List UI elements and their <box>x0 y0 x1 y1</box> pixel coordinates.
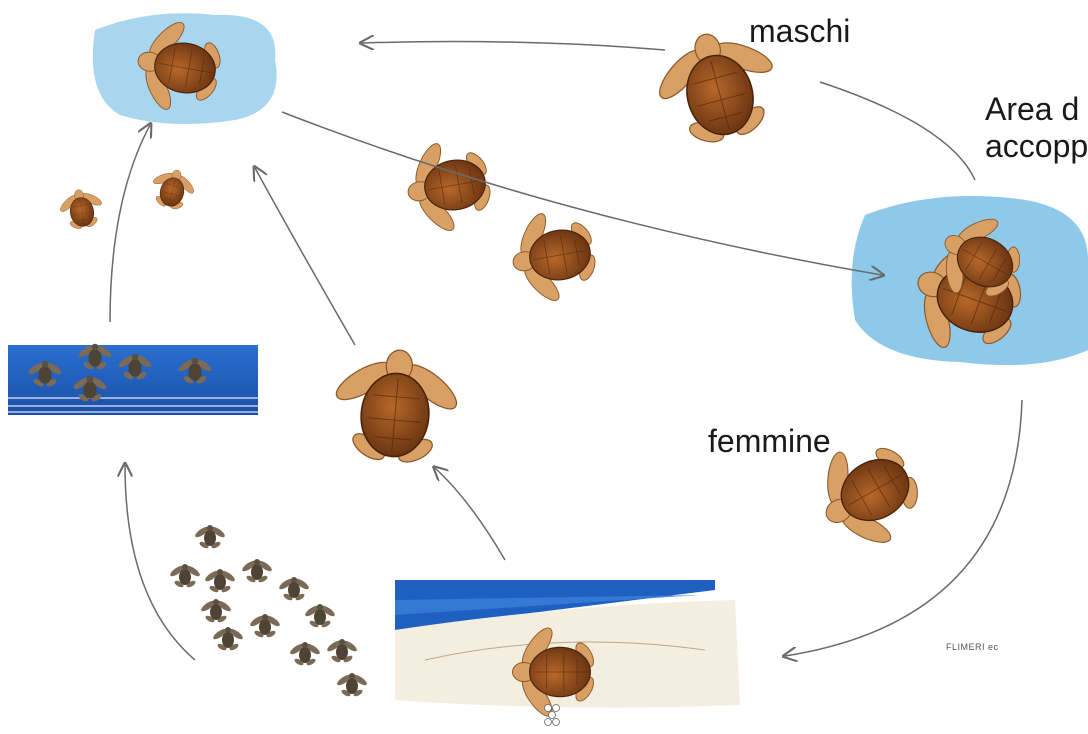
label-females: femmine <box>708 422 831 460</box>
nesting-beach-scene <box>395 580 740 726</box>
label-mating-area-line1: Area d <box>985 90 1079 128</box>
arrow-males-to-mating-area <box>820 82 975 180</box>
juvenile-turtle-left <box>56 186 108 233</box>
arrow-beach-to-adult-center <box>435 468 505 560</box>
arrow-coastal-sea-to-open-sea <box>110 125 150 322</box>
open-sea-water-patch <box>93 12 277 124</box>
emerging-hatchlings-group <box>169 525 369 698</box>
arrow-males-to-open-sea <box>362 42 665 50</box>
mating-area-water-patch <box>852 196 1088 373</box>
arrow-adult-to-open-sea <box>255 168 355 345</box>
migrating-turtle-upper <box>400 131 500 241</box>
label-males: maschi <box>749 12 850 50</box>
coastal-sea-strip <box>8 344 258 415</box>
adult-turtle-returning <box>325 344 467 471</box>
label-mating-area-line2: accopp <box>985 127 1088 165</box>
artist-signature: FLIMERI ec <box>946 642 999 652</box>
juvenile-turtle-right <box>145 164 200 215</box>
migrating-turtle-lower <box>505 201 605 311</box>
arrow-hatchlings-to-coastal-sea <box>125 465 195 660</box>
